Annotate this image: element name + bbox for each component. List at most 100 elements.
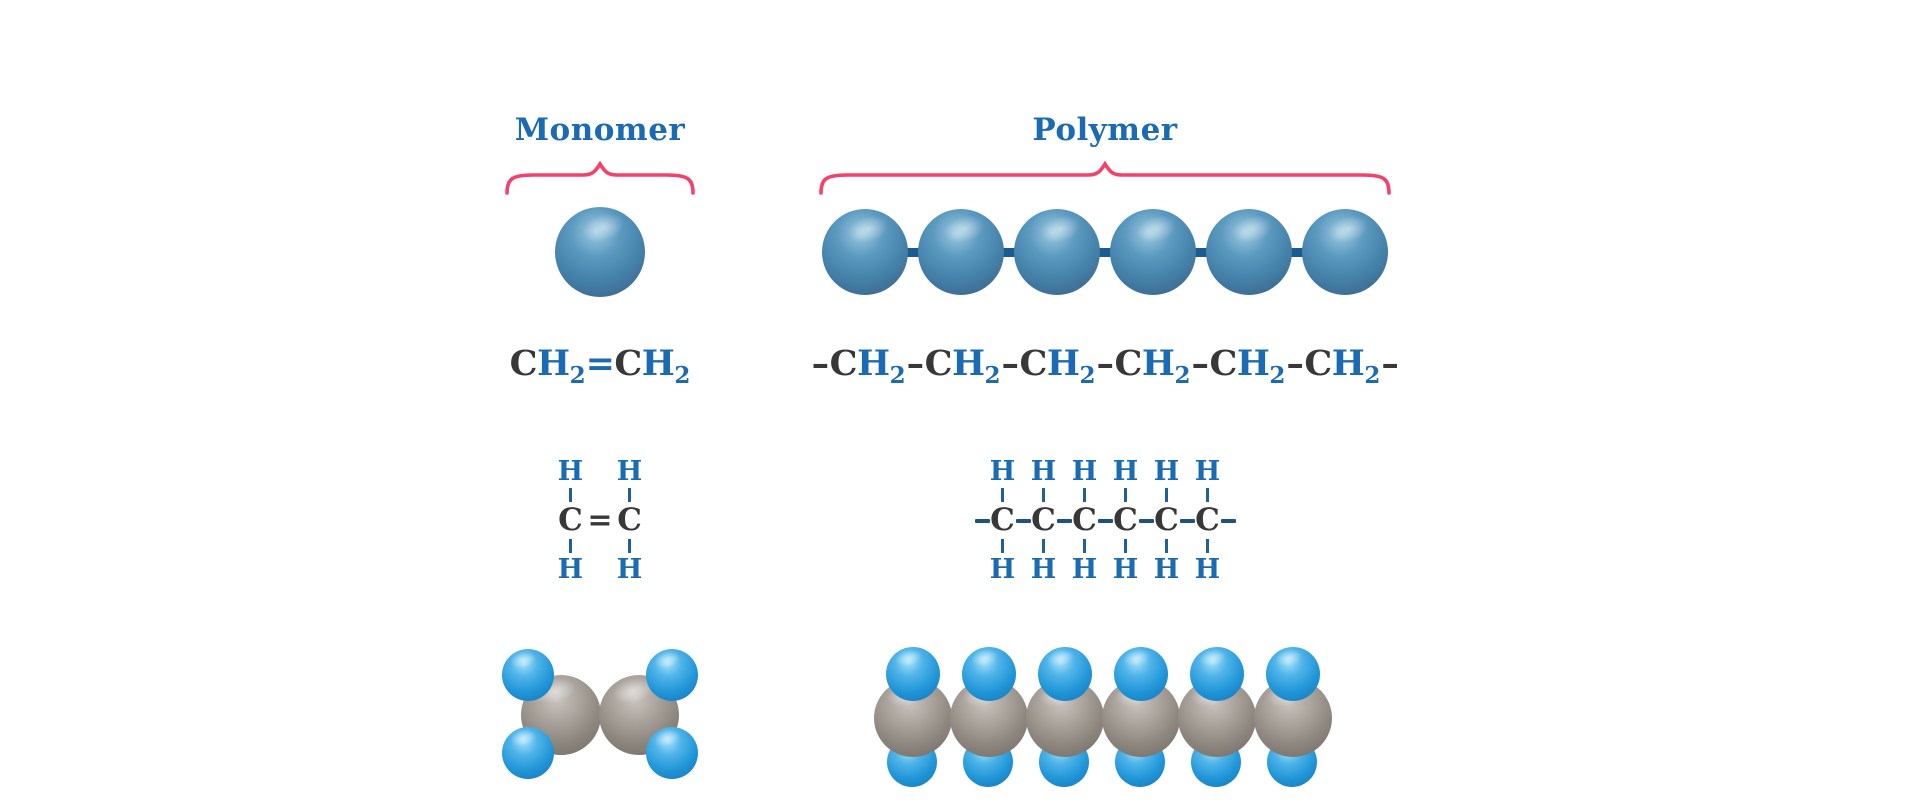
horizontal-bond — [1179, 518, 1195, 523]
hydrogen-sphere — [1038, 646, 1092, 701]
formula-atom: C — [924, 343, 953, 384]
monomer-title: Monomer — [514, 112, 686, 148]
formula-atom: C — [1114, 343, 1143, 384]
polymer-title: Polymer — [1032, 112, 1178, 148]
bead-bond — [1001, 247, 1017, 257]
carbon-label: C — [1195, 502, 1220, 538]
polymer-bead-row — [790, 206, 1420, 298]
hydrogen-label: H — [557, 554, 584, 585]
hydrogen-label: H — [1153, 456, 1180, 487]
vertical-bond — [1206, 488, 1209, 502]
formula-subscript: 2 — [1079, 362, 1096, 389]
horizontal-bond — [974, 518, 990, 523]
hydrogen-label: H — [1071, 456, 1098, 487]
formula-bond-dash: – — [1001, 343, 1020, 384]
hydrogen-label: H — [1071, 554, 1098, 585]
vertical-bond — [1165, 539, 1168, 553]
horizontal-bond — [1138, 518, 1154, 523]
horizontal-bond — [1220, 518, 1236, 523]
vertical-bond — [1042, 539, 1045, 553]
formula-bond-dash: – — [1191, 343, 1209, 384]
formula-atom: H — [536, 343, 570, 384]
formula-atom: C — [509, 343, 538, 384]
formula-subscript: 2 — [1269, 362, 1286, 389]
carbon-label: C — [1031, 502, 1056, 538]
hydrogen-sphere — [646, 648, 698, 701]
formula-atom: H — [1236, 343, 1270, 384]
bead-bond — [1289, 247, 1305, 257]
hydrogen-label: H — [1194, 554, 1221, 585]
horizontal-bond — [1097, 518, 1113, 523]
hydrogen-label: H — [616, 456, 643, 487]
formula-atom: C — [614, 343, 642, 384]
formula-atom: H — [1141, 343, 1175, 384]
horizontal-bond — [1015, 518, 1031, 523]
formula-atom: H — [857, 343, 890, 384]
hydrogen-label: H — [616, 554, 643, 585]
formula-atom: = — [585, 343, 615, 384]
monomer-ball-model — [500, 648, 700, 787]
horizontal-bond — [1056, 518, 1072, 523]
hydrogen-label: H — [1153, 554, 1180, 585]
carbon-label: C — [1154, 502, 1179, 538]
formula-bond-dash: – — [1286, 343, 1304, 384]
formula-subscript: 2 — [569, 362, 586, 389]
bead-bond — [905, 247, 921, 257]
formula-subscript: 2 — [984, 362, 1001, 389]
carbon-label: C — [1072, 502, 1097, 538]
monomer-bead — [1110, 209, 1196, 295]
vertical-bond — [1124, 488, 1127, 502]
hydrogen-label: H — [1112, 554, 1139, 585]
formula-atom: H — [1331, 343, 1365, 384]
monomer-bead — [822, 209, 908, 295]
monomer-condensed-formula: CH2=CH2 — [510, 346, 691, 387]
carbon-label: C — [617, 502, 642, 538]
vertical-bond — [628, 539, 632, 553]
brace-path — [819, 160, 1391, 195]
hydrogen-label: H — [1030, 456, 1057, 487]
hydrogen-sphere — [886, 646, 940, 701]
bead-bond — [1193, 247, 1209, 257]
formula-atom: C — [1019, 343, 1048, 384]
carbon-label: C — [990, 502, 1015, 538]
hydrogen-sphere — [502, 648, 554, 701]
formula-atom: H — [1046, 343, 1080, 384]
hydrogen-label: H — [1194, 456, 1221, 487]
vertical-bond — [1001, 539, 1004, 553]
formula-atom: H — [951, 343, 985, 384]
hydrogen-sphere — [1190, 646, 1244, 701]
monomer-bead — [918, 209, 1004, 295]
monomer-bead — [1206, 209, 1292, 295]
vertical-bond — [1001, 488, 1004, 502]
hydrogen-label: H — [989, 456, 1016, 487]
formula-atom: C — [1304, 343, 1332, 384]
carbon-label: C — [1113, 502, 1138, 538]
vertical-bond — [1083, 488, 1086, 502]
carbon-label: C — [558, 502, 583, 538]
vertical-bond — [1083, 539, 1086, 553]
formula-atom: C — [829, 343, 858, 384]
vertical-bond — [1124, 539, 1127, 553]
vertical-bond — [568, 488, 572, 502]
formula-subscript: 2 — [1174, 362, 1191, 389]
vertical-bond — [628, 488, 632, 502]
polymer-condensed-formula: –CH2–CH2–CH2–CH2–CH2–CH2– — [811, 346, 1400, 387]
monomer-bead — [555, 207, 645, 297]
formula-atom: C — [1209, 343, 1237, 384]
formula-subscript: 2 — [1364, 362, 1381, 389]
formula-bond-dash: – — [811, 343, 830, 384]
hydrogen-sphere — [1266, 646, 1320, 701]
formula-bond-dash: – — [1096, 343, 1115, 384]
